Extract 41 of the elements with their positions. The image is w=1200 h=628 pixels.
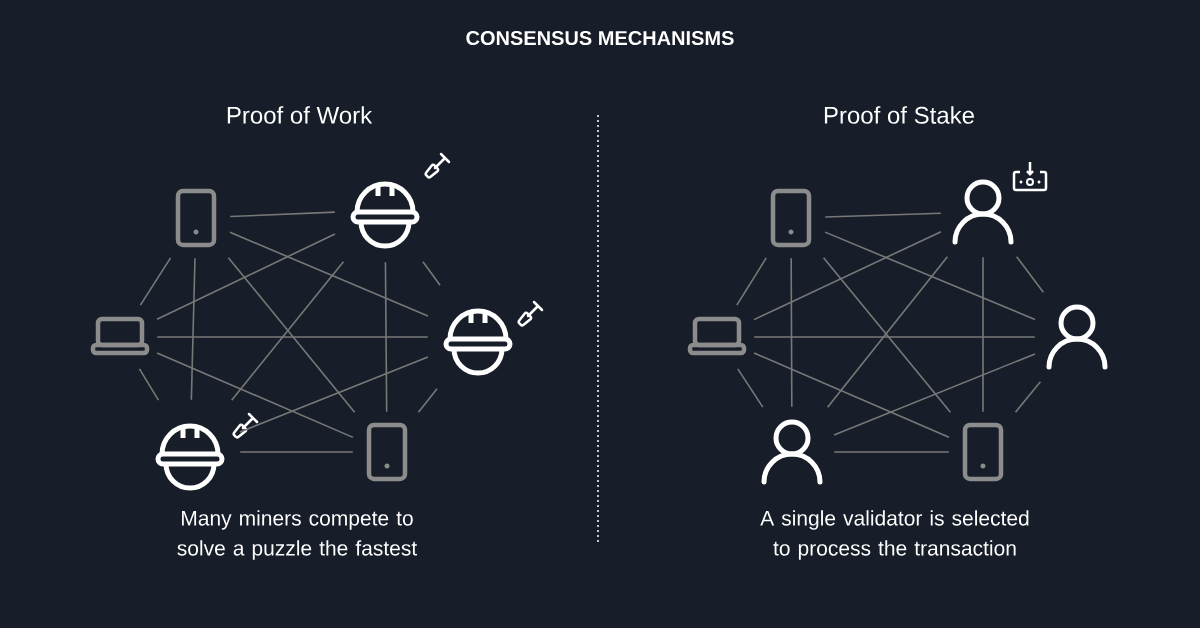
connector-line [156,233,336,321]
connector-line [417,387,438,414]
connector-line [156,336,429,338]
connector-line [190,257,196,401]
connector-line [824,212,942,218]
connector-line [239,451,354,453]
section-heading: Proof of Work [227,106,373,124]
connector-line [227,256,356,414]
connector-line [422,261,441,286]
section-heading: Proof of Stake [824,106,974,124]
caption: Many miners compete to solve a puzzle the fastest [177,510,418,560]
connector-line [138,368,160,401]
connector-line [229,211,336,218]
connector-line [753,336,1036,338]
connector-line [230,260,345,402]
connector-line [833,451,950,453]
phone-icon [175,188,217,248]
caption: A single validator is selected to process the transaction [760,510,1029,560]
connector-line [753,230,942,321]
phone-icon [962,422,1004,482]
connector-line [736,257,768,306]
phone-icon [366,422,408,482]
connector-line [737,368,764,408]
laptop-icon [687,316,747,356]
laptop-icon [90,316,150,356]
connector-line [824,231,1036,321]
connector-line [833,353,1036,436]
connector-line [384,261,388,413]
phone-icon [770,188,812,248]
connector-line [790,257,793,408]
connector-line [753,352,950,439]
connector-line [982,256,984,413]
connector-line [156,352,354,439]
connector-line [139,257,172,306]
connector-line [239,356,429,433]
person-icon [761,419,823,485]
connector-line [1015,256,1045,293]
connector-line [1014,380,1042,414]
person-icon [1046,304,1108,370]
connector-line [229,231,429,317]
title: CONSENSUS MECHANISMS [466,30,734,46]
